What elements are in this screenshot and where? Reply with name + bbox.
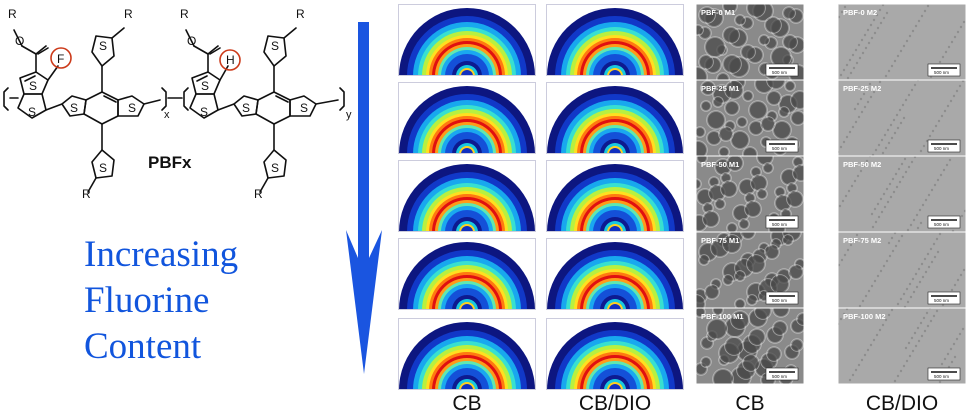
sulfur-atom-10: S bbox=[300, 101, 308, 115]
giwaxs-cbdio-pattern-1-ring-16 bbox=[609, 70, 621, 76]
giwaxs-cb-pattern-1 bbox=[398, 4, 536, 76]
tem-cb-scale-label-3: 500 nm bbox=[772, 222, 787, 227]
giwaxs-cb-pattern-3 bbox=[398, 160, 536, 232]
giwaxs-cbdio-pattern-1 bbox=[546, 4, 684, 76]
tem-cb-scale-label-2: 500 nm bbox=[772, 146, 787, 151]
tem-cb-image-5: 500 nm bbox=[696, 308, 804, 384]
giwaxs-cb-pattern-3-ring-16 bbox=[461, 226, 473, 232]
giwaxs-cb-pattern-5-ring-16 bbox=[461, 384, 473, 390]
tem-cb-scale-bar-4 bbox=[765, 291, 799, 305]
sulfur-atom-4: S bbox=[128, 101, 136, 115]
giwaxs-cb-pattern-4-ring-16 bbox=[461, 304, 473, 310]
tem-cb-scale-bar-2 bbox=[765, 139, 799, 153]
giwaxs-cb-pattern-4 bbox=[398, 238, 536, 310]
tem-cbdio-image-4: 500 nm bbox=[838, 232, 966, 308]
giwaxs-cbdio-pattern-4 bbox=[546, 238, 684, 310]
tem-cbdio-scale-label-2: 500 nm bbox=[934, 146, 949, 151]
giwaxs-cbdio-pattern-3 bbox=[546, 160, 684, 232]
tem-cbdio-scale-label-1: 500 nm bbox=[934, 70, 949, 75]
sulfur-atom-9: S bbox=[242, 101, 250, 115]
sulfur-atom-3: S bbox=[70, 101, 78, 115]
caption-giwaxs-cbdio: CB/DIO bbox=[578, 392, 652, 415]
tem-cb-image-4: 500 nm bbox=[696, 232, 804, 308]
tem-cbdio-scale-bar-4 bbox=[927, 291, 961, 305]
tem-cbdio-label-1: PBF-0 M2 bbox=[843, 8, 878, 17]
tem-cbdio-scale-bar-1 bbox=[927, 63, 961, 77]
fluorine-atom: F bbox=[57, 52, 64, 66]
tem-cb-scale-bar-3 bbox=[765, 215, 799, 229]
sulfur-atom-12: S bbox=[271, 161, 279, 175]
r-group-1: R bbox=[8, 7, 17, 21]
increasing-arrow bbox=[346, 22, 382, 374]
giwaxs-cbdio-pattern-2 bbox=[546, 82, 684, 154]
tem-cbdio-image-1: 500 nm bbox=[838, 4, 966, 80]
tem-cbdio-scale-bar-2 bbox=[927, 139, 961, 153]
tem-cbdio-scale-bar-5 bbox=[927, 367, 961, 381]
tem-cb-scale-label-1: 500 nm bbox=[772, 70, 787, 75]
giwaxs-cbdio-pattern-5 bbox=[546, 318, 684, 390]
caption-tem-cb: CB bbox=[735, 392, 765, 415]
oxygen-atom-2: O bbox=[187, 34, 196, 48]
giwaxs-cbdio-pattern-2-ring-16 bbox=[609, 148, 621, 154]
polymer-label: PBFx bbox=[148, 153, 192, 172]
trend-line-3: Content bbox=[84, 326, 202, 367]
hydrogen-highlight-circle bbox=[219, 49, 241, 71]
sulfur-atom-8: S bbox=[200, 105, 208, 119]
tem-cb-label-1: PBF-0 M1 bbox=[701, 8, 736, 17]
sulfur-atom-5: S bbox=[99, 39, 107, 53]
tem-cb-scale-label-4: 500 nm bbox=[772, 298, 787, 303]
giwaxs-cbdio-pattern-5-ring-16 bbox=[609, 384, 621, 390]
subscript-y: y bbox=[346, 109, 352, 121]
pbfx-chemical-structure: F H O O R R R R R R S S S S S S S S S S … bbox=[3, 7, 352, 200]
r-group-6: R bbox=[254, 187, 263, 200]
tem-cbdio-label-3: PBF-50 M2 bbox=[843, 160, 882, 169]
giwaxs-cbdio-pattern-4-ring-16 bbox=[609, 304, 621, 310]
giwaxs-cb-pattern-1-ring-16 bbox=[461, 70, 473, 76]
tem-cbdio-scale-label-3: 500 nm bbox=[934, 222, 949, 227]
tem-cbdio-scale-label-5: 500 nm bbox=[934, 374, 949, 379]
sulfur-atom-1: S bbox=[29, 79, 37, 93]
tem-cbdio-scale-label-4: 500 nm bbox=[934, 298, 949, 303]
giwaxs-cb-pattern-2 bbox=[398, 82, 536, 154]
giwaxs-cb-pattern-2-ring-16 bbox=[461, 148, 473, 154]
r-group-2: R bbox=[180, 7, 189, 21]
tem-cb-image-3: 500 nm bbox=[696, 156, 804, 232]
tem-cbdio-label-4: PBF-75 M2 bbox=[843, 236, 882, 245]
tem-cb-scale-label-5: 500 nm bbox=[772, 374, 787, 379]
tem-cbdio-image-2: 500 nm bbox=[838, 80, 966, 156]
tem-cbdio-label-5: PBF-100 M2 bbox=[843, 312, 886, 321]
fluorine-highlight-circle bbox=[50, 47, 72, 69]
tem-cbdio-image-3: 500 nm bbox=[838, 156, 966, 232]
giwaxs-cb-pattern-5 bbox=[398, 318, 536, 390]
giwaxs-cbdio-pattern-3-ring-16 bbox=[609, 226, 621, 232]
tem-cb-label-5: PBF-100 M1 bbox=[701, 312, 744, 321]
sulfur-atom-6: S bbox=[99, 161, 107, 175]
trend-line-1: Increasing bbox=[84, 234, 239, 275]
tem-cbdio-scale-bar-3 bbox=[927, 215, 961, 229]
caption-giwaxs-cb: CB bbox=[452, 392, 482, 415]
tem-cb-label-3: PBF-50 M1 bbox=[701, 160, 740, 169]
hydrogen-atom: H bbox=[226, 53, 235, 67]
sulfur-atom-11: S bbox=[271, 39, 279, 53]
tem-cbdio-label-2: PBF-25 M2 bbox=[843, 84, 882, 93]
sulfur-atom-2: S bbox=[28, 105, 36, 119]
r-group-5: R bbox=[82, 187, 91, 200]
tem-cbdio-image-5: 500 nm bbox=[838, 308, 966, 384]
trend-line-2: Fluorine bbox=[84, 280, 210, 321]
subscript-x: x bbox=[164, 109, 170, 121]
tem-cb-image-1: 500 nm bbox=[696, 4, 804, 80]
sulfur-atom-7: S bbox=[201, 79, 209, 93]
caption-tem-cbdio: CB/DIO bbox=[865, 392, 939, 415]
oxygen-atom-1: O bbox=[15, 34, 24, 48]
r-group-4: R bbox=[296, 7, 305, 21]
tem-cb-label-2: PBF-25 M1 bbox=[701, 84, 740, 93]
tem-cb-label-4: PBF-75 M1 bbox=[701, 236, 740, 245]
r-group-3: R bbox=[124, 7, 133, 21]
tem-cb-scale-bar-5 bbox=[765, 367, 799, 381]
tem-cb-image-2: 500 nm bbox=[696, 80, 804, 156]
tem-cb-scale-bar-1 bbox=[765, 63, 799, 77]
